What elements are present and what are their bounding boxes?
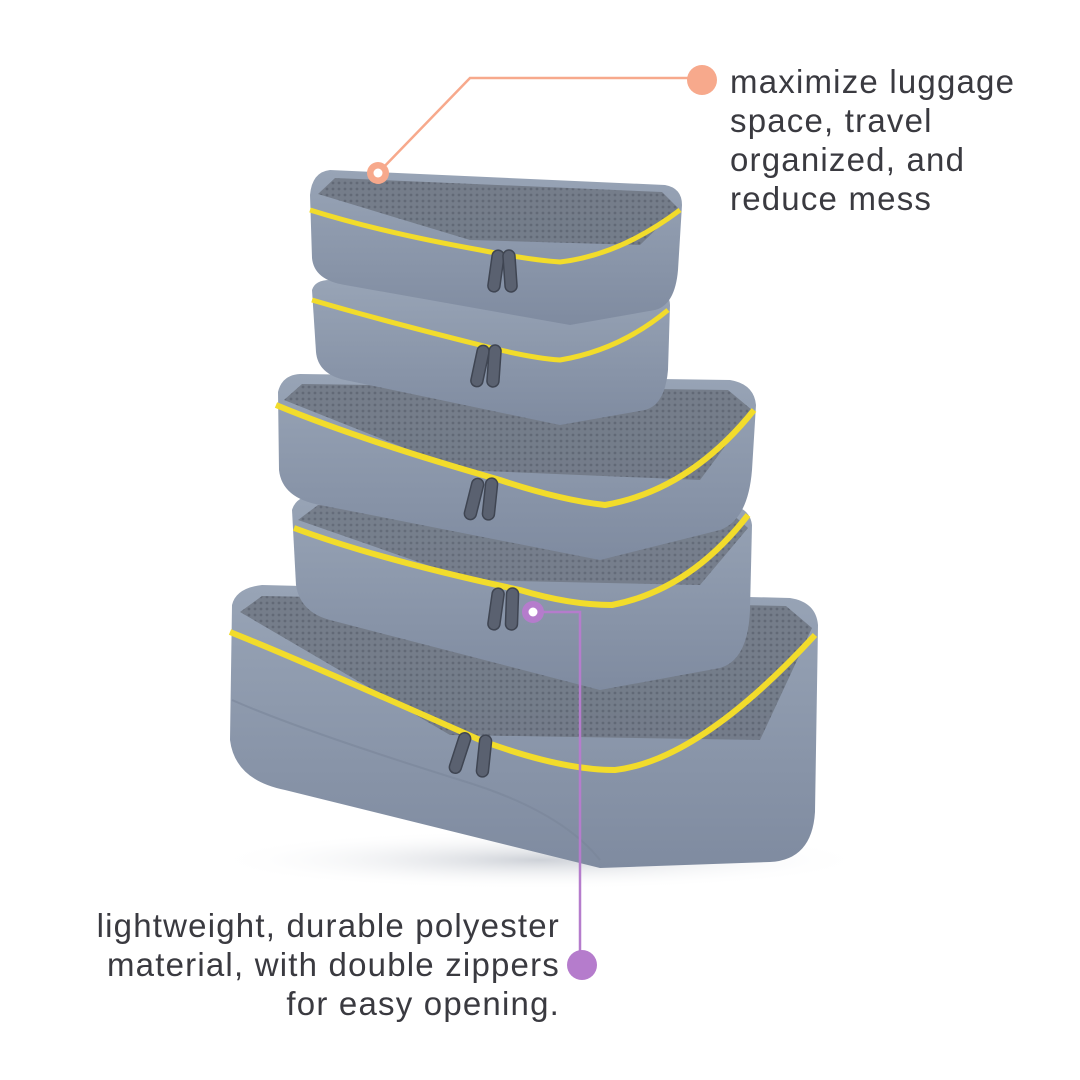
callout-dot-top-end bbox=[687, 65, 717, 95]
callout-text-material: lightweight, durable polyester material,… bbox=[96, 907, 560, 1022]
callout-line-bottom bbox=[533, 610, 582, 965]
callout-line-top bbox=[377, 76, 702, 174]
callout-dot-bottom-end bbox=[567, 950, 597, 980]
packing-cube-small-top bbox=[309, 170, 682, 325]
callout-text-luggage-space: maximize luggage space, travel organized… bbox=[730, 63, 1016, 217]
zipper-pulls bbox=[448, 249, 520, 778]
